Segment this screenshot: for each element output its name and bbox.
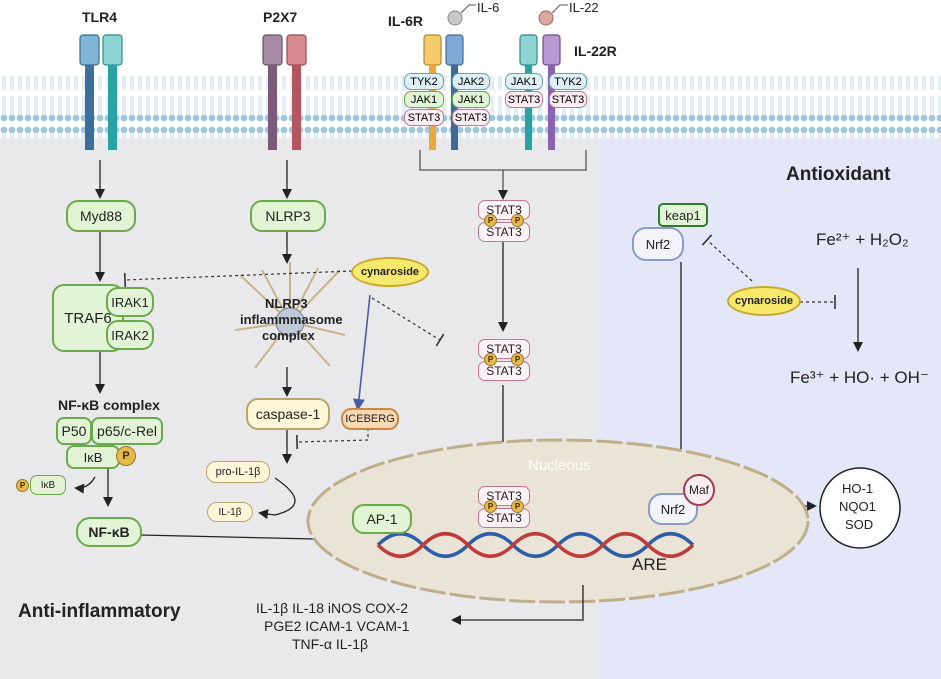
maf-node: Maf — [683, 474, 715, 506]
fenton-products: Fe³⁺ + HO· + OH⁻ — [790, 368, 929, 387]
antioxidant-panel — [600, 138, 941, 679]
stat3-dimer-1: STAT3 STAT3 P P — [478, 200, 530, 242]
nucleus — [306, 438, 810, 604]
antioxidant-title: Antioxidant — [786, 164, 891, 185]
phospho-icon: P — [16, 479, 29, 492]
nrf2-nucleus-node: Nrf2 — [648, 493, 698, 525]
tlr4-label: TLR4 — [82, 9, 117, 25]
inflammasome-label-line2: inflammmasome — [240, 312, 343, 327]
phospho-icon: P — [511, 353, 524, 366]
ap1-node: AP-1 — [352, 504, 412, 534]
il22-ligand-icon — [538, 10, 554, 26]
stat3-tag: STAT3 — [549, 91, 587, 108]
p65-node: p65/c-Rel — [91, 417, 163, 445]
gene-nqo1: NQO1 — [839, 499, 876, 514]
iceberg-node: ICEBERG — [341, 408, 399, 430]
stat3-tag: STAT3 — [505, 91, 543, 108]
cynaroside-drug-inflammation: cynaroside — [351, 257, 429, 287]
fenton-reactants: Fe²⁺ + H₂O₂ — [816, 230, 909, 249]
jak1-tag: JAK1 — [452, 91, 490, 108]
il6-label: IL-6 — [477, 0, 500, 15]
anti-inflammatory-title: Anti-inflammatory — [18, 601, 181, 622]
nlrp3-node: NLRP3 — [250, 200, 326, 232]
nucleus-label: Nucleous — [528, 457, 591, 474]
jak1-tag: JAK1 — [404, 91, 444, 108]
antioxidant-genes-ellipse — [819, 467, 901, 549]
nfkb-node: NF-κB — [76, 517, 142, 547]
jak2-tag: JAK2 — [452, 73, 490, 90]
phospho-icon: P — [484, 214, 497, 227]
il1b-node: IL-1β — [207, 502, 253, 522]
ikb-node: IκB — [66, 445, 120, 469]
inflammasome-burst-icon — [234, 262, 346, 369]
keap1-node: keap1 — [658, 203, 708, 227]
are-label: ARE — [632, 555, 667, 574]
phospho-icon: P — [484, 353, 497, 366]
stat3-tag: STAT3 — [452, 109, 490, 126]
phospho-icon: P — [116, 446, 136, 466]
il22r-label: IL-22R — [574, 43, 617, 59]
dna-helix-icon — [376, 532, 695, 558]
p50-node: P50 — [56, 417, 92, 445]
cynaroside-drug-antioxidant: cynaroside — [727, 286, 801, 316]
il22-label: IL-22 — [569, 0, 599, 15]
il6r-label: IL-6R — [388, 13, 423, 29]
stat3-dimer-3: STAT3 STAT3 P P — [478, 486, 530, 528]
receptor-merge-bracket — [419, 150, 587, 198]
cytokine-line-1: IL-1β IL-18 iNOS COX-2 — [256, 600, 408, 616]
stat3-dimer-2: STAT3 STAT3 P P — [478, 339, 530, 381]
tyk2-tag: TYK2 — [404, 73, 444, 90]
traf6-node: TRAF6 — [52, 284, 124, 352]
p2x7-receptor — [262, 34, 307, 150]
gene-sod: SOD — [845, 517, 874, 532]
il6-ligand-icon — [447, 10, 463, 26]
stat3-tag: STAT3 — [404, 109, 444, 126]
irak2-node: IRAK2 — [106, 320, 154, 350]
nfkb-complex-title: NF-κB complex — [58, 397, 160, 413]
myd88-node: Myd88 — [66, 200, 136, 232]
inflammasome-label-line1: NLRP3 — [265, 296, 308, 311]
p2x7-label: P2X7 — [263, 9, 298, 25]
inflammasome-label-line3: complex — [262, 328, 315, 343]
phospho-icon: P — [511, 500, 524, 513]
cytokine-line-3: TNF-α IL-1β — [292, 636, 369, 652]
tlr4-receptor — [79, 34, 123, 150]
gene-ho1: HO-1 — [842, 481, 874, 496]
cytokine-line-2: PGE2 ICAM-1 VCAM-1 — [264, 618, 410, 634]
caspase1-node: caspase-1 — [246, 398, 330, 430]
tyk2-tag: TYK2 — [549, 73, 587, 90]
phospho-icon: P — [484, 500, 497, 513]
irak1-node: IRAK1 — [106, 287, 154, 317]
ikb-released-node: IκB — [30, 475, 66, 495]
phospho-icon: P — [511, 214, 524, 227]
pro-il1b-node: pro-IL-1β — [206, 461, 270, 483]
jak1-tag: JAK1 — [505, 73, 543, 90]
nrf2-node: Nrf2 — [632, 227, 684, 261]
